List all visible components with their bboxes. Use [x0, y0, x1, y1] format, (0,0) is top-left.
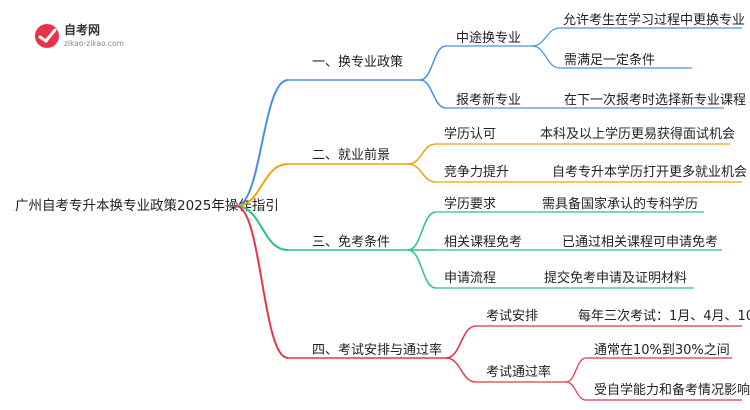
- branch-1-label: 一、换专业政策: [312, 54, 403, 70]
- branch-3-sub-3-label: 申请流程: [444, 271, 496, 286]
- branch-4-link: [235, 205, 289, 359]
- branch-4-leaf-1: 每年三次考试：1月、4月、10月: [578, 308, 750, 324]
- branch-3-sub-3-link: [407, 249, 437, 289]
- branch-2-sub-1-label: 学历认可: [444, 126, 496, 142]
- branch-3-sub-1-label: 学历要求: [444, 196, 496, 212]
- branch-1-leaf-2-link: [531, 45, 561, 69]
- branch-3: 三、免考条件 学历要求 需具备国家承认的专科学历 相关课程免考 已通过相关课程可…: [235, 196, 722, 289]
- logo-check-icon: [38, 28, 57, 44]
- branch-4-sub-2-link: [445, 357, 477, 383]
- branch-4-leaf-3-link: [565, 381, 587, 401]
- branch-2-leaf-1: 本科及以上学历更易获得面试机会: [540, 126, 735, 142]
- branch-2-sub-2-label: 竞争力提升: [444, 164, 509, 180]
- branch-3-leaf-1: 需具备国家承认的专科学历: [542, 196, 698, 212]
- branch-4-label: 四、考试安排与通过率: [312, 342, 442, 358]
- branch-3-link: [235, 205, 289, 251]
- branch-2: 二、就业前景 学历认可 本科及以上学历更易获得面试机会 竞争力提升 自考专升本学…: [235, 126, 747, 207]
- logo-badge-icon: [35, 24, 59, 48]
- branch-3-label: 三、免考条件: [312, 234, 390, 250]
- branch-3-sub-2-label: 相关课程免考: [444, 235, 522, 250]
- branch-2-leaf-2: 自考专升本学历打开更多就业机会: [552, 164, 747, 180]
- branch-4-sub-1-label: 考试安排: [486, 309, 538, 324]
- root-topic: 广州自考专升本换专业政策2025年操作指引: [15, 197, 279, 214]
- branch-1-leaf-1-link: [531, 27, 561, 47]
- branch-1-leaf-2: 需满足一定条件: [564, 52, 655, 68]
- branch-2-label: 二、就业前景: [312, 147, 390, 163]
- branch-1-sub-2-link: [419, 79, 447, 109]
- branch-4-leaf-2-link: [565, 357, 587, 383]
- logo-title: 自考网: [64, 22, 100, 37]
- branch-3-leaf-3: 提交免考申请及证明材料: [544, 270, 687, 286]
- branch-1-leaf-3: 在下一次报考时选择新专业课程: [564, 92, 746, 108]
- logo-url: zikao-zikao.com: [64, 39, 124, 48]
- branch-4-sub-2-label: 考试通过率: [486, 364, 551, 380]
- branch-1: 一、换专业政策 中途换专业 允许考生在学习过程中更换专业 需满足一定条件 报考新…: [235, 12, 746, 207]
- branch-1-sub-2-label: 报考新专业: [456, 92, 521, 108]
- branch-1-sub-1-link: [419, 45, 447, 81]
- branch-4-leaf-3: 受自学能力和备考情况影响: [594, 382, 750, 398]
- branch-1-link: [235, 79, 289, 207]
- branch-4-sub-1-link: [445, 325, 477, 359]
- branch-2-link: [235, 163, 289, 207]
- branch-2-sub-2-link: [407, 163, 437, 183]
- branch-4-leaf-2: 通常在10%到30%之间: [594, 343, 730, 358]
- branch-1-leaf-1: 允许考生在学习过程中更换专业: [563, 12, 745, 28]
- branch-3-leaf-2: 已通过相关课程可申请免考: [562, 235, 718, 250]
- branch-4: 四、考试安排与通过率 考试安排 每年三次考试：1月、4月、10月 考试通过率 通…: [235, 205, 750, 401]
- branch-1-sub-1-label: 中途换专业: [456, 30, 521, 46]
- branch-2-sub-1-link: [407, 143, 437, 165]
- site-logo: 自考网 zikao-zikao.com: [35, 22, 124, 48]
- branch-3-sub-1-link: [407, 211, 437, 251]
